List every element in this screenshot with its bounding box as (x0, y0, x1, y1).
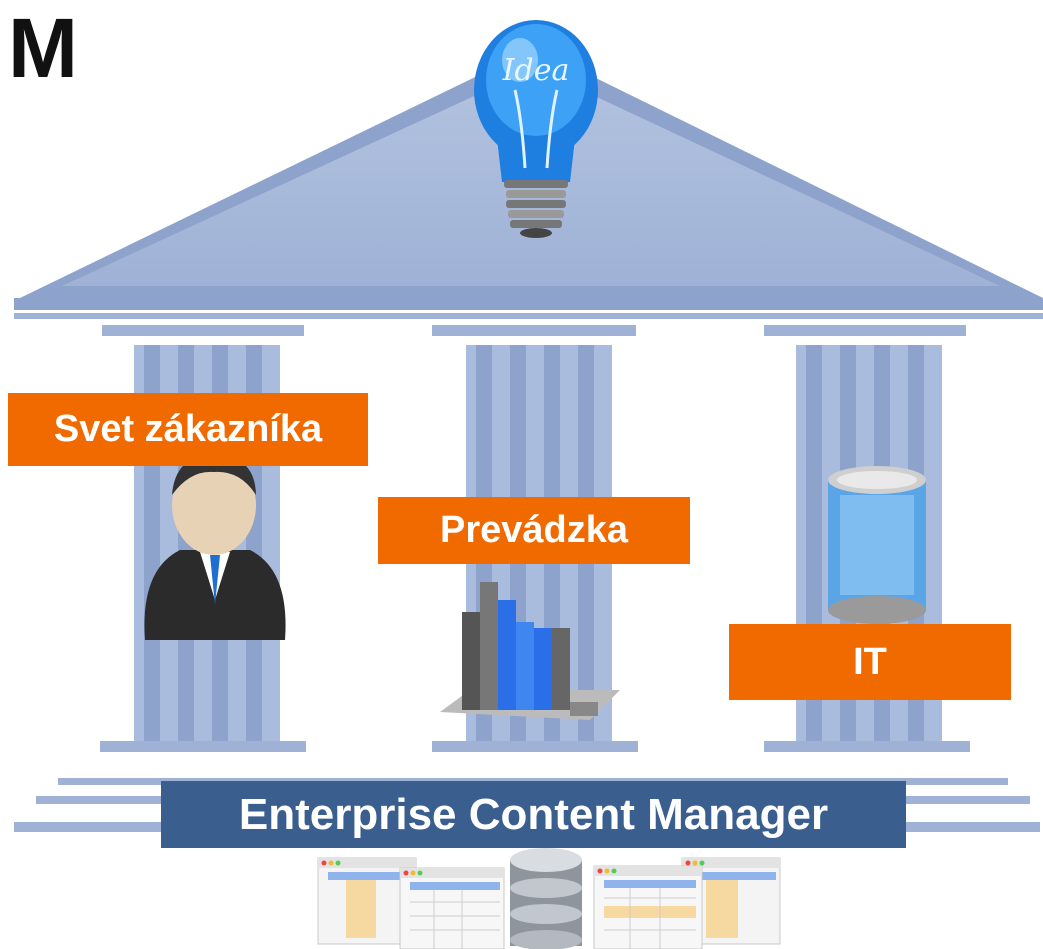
pillar-label-customer: Svet zákazníka (8, 393, 368, 466)
bulb-text: Idea (502, 53, 570, 88)
businessman-icon (144, 455, 286, 640)
title-letter: M (8, 1, 78, 95)
bar-chart-icon (440, 582, 620, 720)
spreadsheet-window-icon (593, 865, 703, 949)
base-label-ecm: Enterprise Content Manager (161, 781, 906, 848)
pillar-label-it: IT (729, 624, 1011, 700)
pillar-label-operations: Prevádzka (378, 497, 690, 564)
entablature-bar (14, 313, 1043, 319)
database-cylinder-icon (828, 466, 926, 624)
database-stack-icon (510, 848, 582, 949)
spreadsheet-window-icon (399, 867, 505, 949)
lightbulb-icon (474, 20, 598, 238)
entablature-bar (14, 298, 1043, 310)
